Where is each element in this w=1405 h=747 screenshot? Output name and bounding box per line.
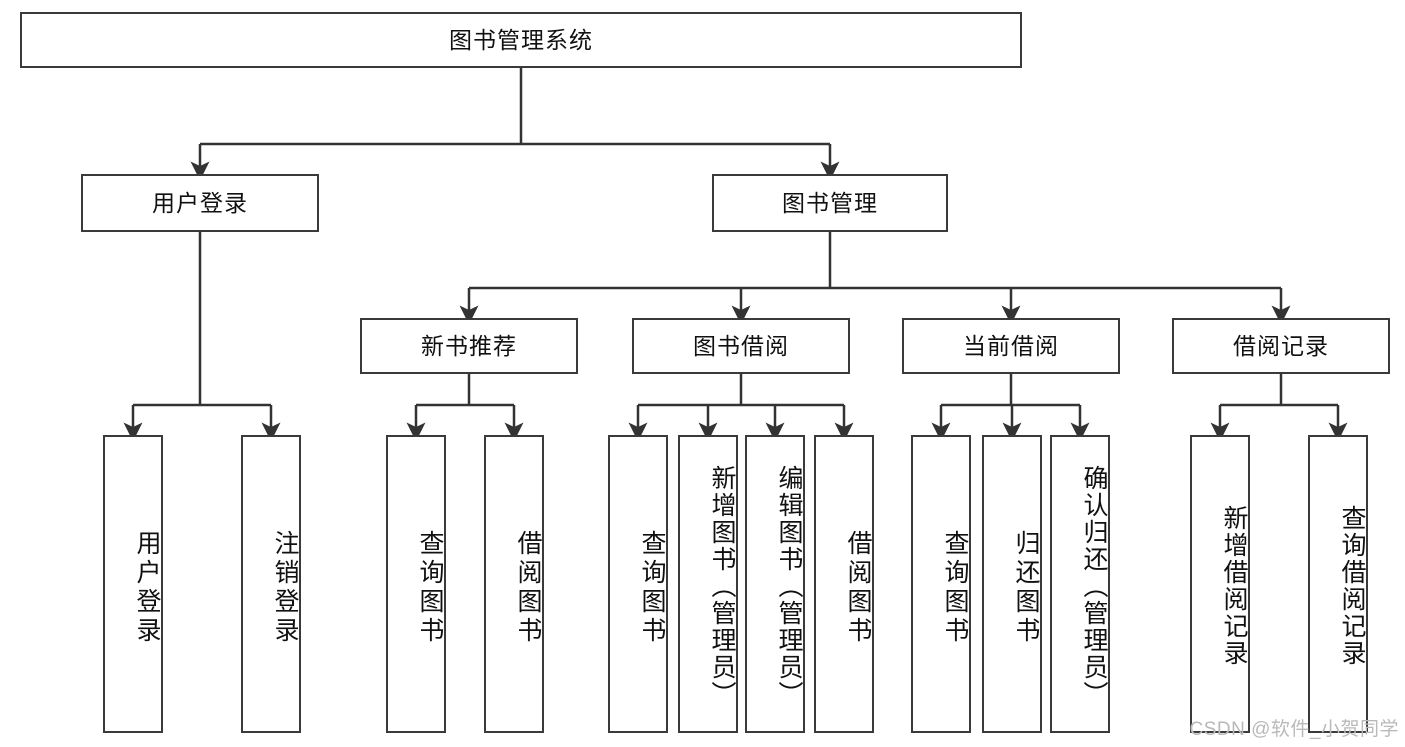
node-label: 注销登录 — [271, 530, 299, 646]
node-leaf-user-login[interactable]: 用户登录 — [103, 435, 163, 733]
node-new-book-rec[interactable]: 新书推荐 — [360, 318, 578, 374]
node-label: 用户登录 — [133, 530, 161, 646]
node-leaf-bb-query[interactable]: 查询图书 — [608, 435, 668, 733]
node-label: 查询借阅记录 — [1338, 505, 1366, 667]
node-label: 借阅图书 — [514, 530, 542, 646]
node-label: 借阅记录 — [1233, 332, 1329, 359]
node-leaf-bb-edit[interactable]: 编辑图书（管理员） — [745, 435, 805, 733]
node-leaf-nbr-query[interactable]: 查询图书 — [386, 435, 446, 733]
node-leaf-nbr-borrow[interactable]: 借阅图书 — [484, 435, 544, 733]
node-borrow-record[interactable]: 借阅记录 — [1172, 318, 1390, 374]
node-label: 图书借阅 — [693, 332, 789, 359]
node-label: 查询图书 — [638, 530, 666, 646]
connector-bus — [416, 374, 514, 407]
node-label: 当前借阅 — [963, 332, 1059, 359]
node-label: 确认归还（管理员） — [1080, 464, 1108, 708]
node-label: 图书管理 — [782, 189, 878, 216]
node-label: 图书管理系统 — [449, 26, 593, 53]
node-label: 新增图书（管理员） — [708, 464, 736, 708]
connector-bus — [638, 374, 844, 407]
node-label: 新书推荐 — [421, 332, 517, 359]
node-label: 查询图书 — [416, 530, 444, 646]
node-book-borrow[interactable]: 图书借阅 — [632, 318, 850, 374]
node-leaf-br-query[interactable]: 查询借阅记录 — [1308, 435, 1368, 733]
csdn-watermark: CSDN @软件_小贺同学 — [1189, 719, 1399, 740]
node-current-borrow[interactable]: 当前借阅 — [902, 318, 1120, 374]
node-leaf-logout[interactable]: 注销登录 — [241, 435, 301, 733]
node-leaf-bb-borrow[interactable]: 借阅图书 — [814, 435, 874, 733]
node-label: 查询图书 — [941, 530, 969, 646]
node-label: 编辑图书（管理员） — [775, 464, 803, 708]
node-leaf-bb-add[interactable]: 新增图书（管理员） — [678, 435, 738, 733]
node-label: 新增借阅记录 — [1220, 505, 1248, 667]
node-leaf-cb-query[interactable]: 查询图书 — [911, 435, 971, 733]
connector-bus — [469, 232, 1281, 290]
node-root[interactable]: 图书管理系统 — [20, 12, 1022, 68]
connector-bus — [941, 374, 1080, 407]
connector-bus — [1220, 374, 1338, 407]
node-user-login[interactable]: 用户登录 — [81, 174, 319, 232]
connector-bus — [133, 232, 271, 407]
connector-bus — [200, 68, 830, 146]
node-label: 归还图书 — [1012, 530, 1040, 646]
node-book-manage[interactable]: 图书管理 — [712, 174, 948, 232]
node-label: 用户登录 — [152, 189, 248, 216]
node-leaf-br-add[interactable]: 新增借阅记录 — [1190, 435, 1250, 733]
node-leaf-cb-confirm[interactable]: 确认归还（管理员） — [1050, 435, 1110, 733]
node-leaf-cb-return[interactable]: 归还图书 — [982, 435, 1042, 733]
node-label: 借阅图书 — [844, 530, 872, 646]
